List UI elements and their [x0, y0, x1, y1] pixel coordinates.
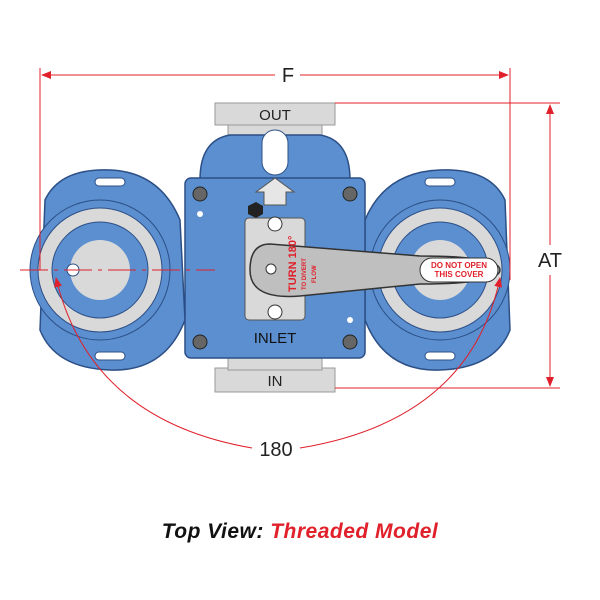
warning-line-1: DO NOT OPEN [431, 261, 487, 270]
inlet-label: INLET [254, 330, 297, 347]
rotation-arc [54, 277, 503, 449]
rotation-label: 180 [259, 439, 292, 461]
dimension-f [39, 68, 511, 280]
caption: Top View: Threaded Model [0, 520, 600, 544]
dimension-at-label: AT [538, 250, 562, 272]
in-label: IN [268, 373, 283, 390]
caption-prefix: Top View: [161, 520, 264, 543]
dimension-at [335, 102, 560, 389]
warning-line-2: THIS COVER [435, 270, 484, 279]
flow-arrow-icon [254, 177, 296, 206]
out-label: OUT [259, 107, 291, 124]
handle-turn-text: TURN 180° [287, 236, 299, 292]
in-flange [214, 357, 336, 393]
handle-flow-text: FLOW [312, 265, 318, 283]
diverter-handle[interactable]: TURN 180° TO DIVERT FLOW DO NOT OPEN THI… [249, 236, 501, 298]
dimension-f-label: F [282, 65, 294, 87]
handle-divert-text: TO DIVERT [302, 258, 308, 290]
caption-model: Threaded Model [270, 520, 439, 543]
